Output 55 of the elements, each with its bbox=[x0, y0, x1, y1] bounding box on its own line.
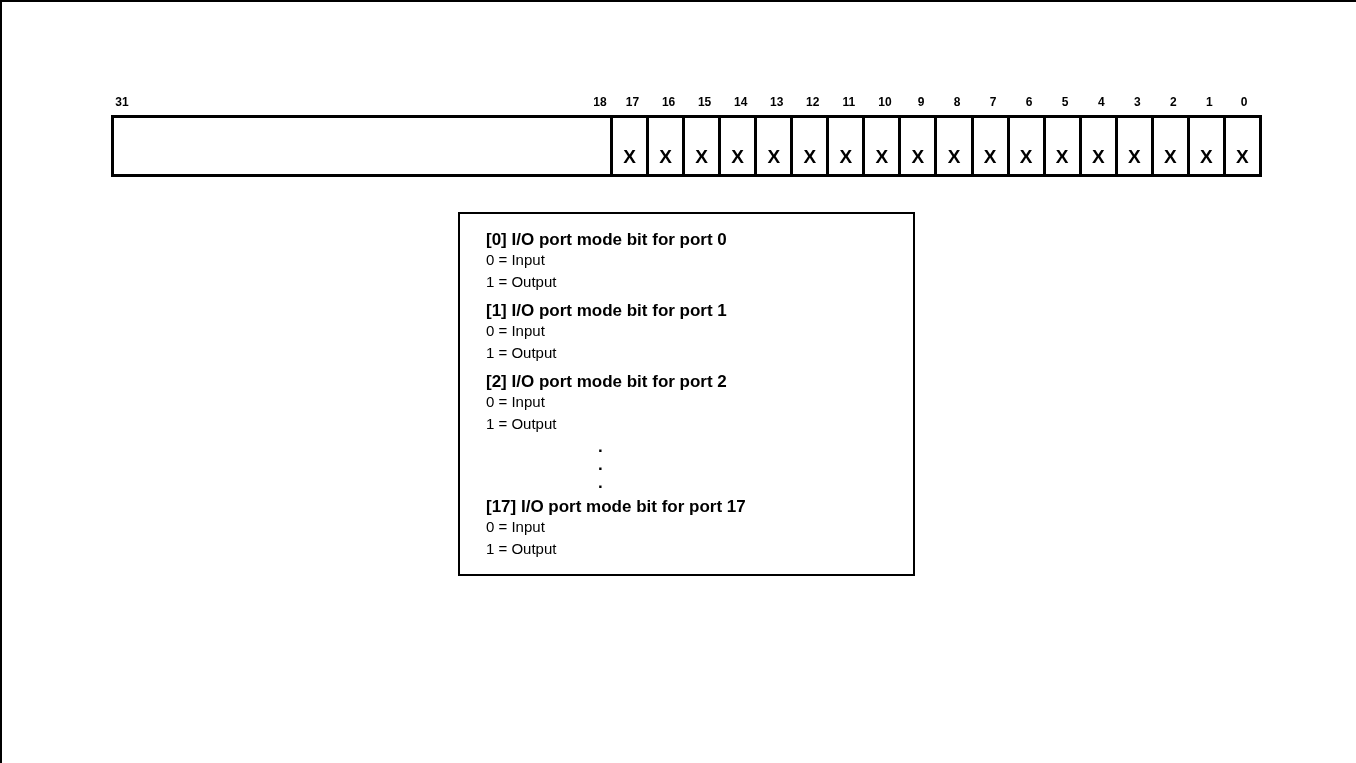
bit-field: X bbox=[1009, 118, 1046, 174]
bit-number: 9 bbox=[916, 95, 926, 109]
bit-number: 17 bbox=[624, 95, 641, 109]
bit-number: 2 bbox=[1169, 95, 1178, 109]
bit-field: X bbox=[1153, 118, 1190, 174]
bit-number: 12 bbox=[805, 95, 821, 109]
bit-field: X bbox=[937, 118, 974, 174]
bit-field: X bbox=[613, 118, 650, 174]
bit-number: 6 bbox=[1024, 95, 1034, 109]
value-description: 1 = Output bbox=[486, 273, 557, 290]
bit-number: 10 bbox=[877, 95, 893, 109]
bit-number: 4 bbox=[1096, 95, 1106, 109]
bit-number: 8 bbox=[952, 95, 962, 109]
field-heading: [2] I/O port mode bit for port 2 bbox=[486, 372, 727, 392]
bit-number: 7 bbox=[988, 95, 998, 109]
bit-number: 16 bbox=[660, 95, 677, 109]
ellipsis-dot: . bbox=[598, 437, 603, 457]
bit-field: X bbox=[757, 118, 794, 174]
bit-number: 5 bbox=[1060, 95, 1070, 109]
bit-field: X bbox=[973, 118, 1010, 174]
register-box bbox=[111, 115, 1262, 177]
value-description: 0 = Input bbox=[486, 322, 545, 339]
bit-number: 15 bbox=[696, 95, 713, 109]
bit-field: X bbox=[721, 118, 758, 174]
field-heading: [0] I/O port mode bit for port 0 bbox=[486, 230, 727, 250]
ellipsis-dot: . bbox=[598, 473, 603, 493]
value-description: 1 = Output bbox=[486, 415, 557, 432]
bit-field: X bbox=[829, 118, 866, 174]
bit-field: X bbox=[1117, 118, 1154, 174]
bit-field: X bbox=[1225, 118, 1259, 174]
bit-field: X bbox=[1045, 118, 1082, 174]
bit-field: X bbox=[865, 118, 902, 174]
bit-number: 14 bbox=[733, 95, 749, 109]
value-description: 0 = Input bbox=[486, 393, 545, 410]
bit-number: 11 bbox=[841, 95, 857, 109]
field-heading: [17] I/O port mode bit for port 17 bbox=[486, 497, 746, 517]
value-description: 0 = Input bbox=[486, 251, 545, 268]
bit-field: X bbox=[1081, 118, 1118, 174]
value-description: 0 = Input bbox=[486, 518, 545, 535]
bit-number: 13 bbox=[769, 95, 785, 109]
bit-field: X bbox=[793, 118, 830, 174]
value-description: 1 = Output bbox=[486, 540, 557, 557]
bit-number: 31 bbox=[114, 95, 130, 109]
bit-number: 18 bbox=[592, 95, 608, 109]
bit-field: X bbox=[1189, 118, 1226, 174]
bit-number: 3 bbox=[1132, 95, 1142, 109]
bit-field: X bbox=[901, 118, 938, 174]
value-description: 1 = Output bbox=[486, 344, 557, 361]
ellipsis-dot: . bbox=[598, 455, 603, 475]
bit-number: 0 bbox=[1239, 95, 1249, 109]
bit-field: X bbox=[649, 118, 686, 174]
description-box bbox=[458, 212, 915, 576]
bit-number: 1 bbox=[1205, 95, 1214, 109]
bit-field: X bbox=[685, 118, 722, 174]
field-heading: [1] I/O port mode bit for port 1 bbox=[486, 301, 727, 321]
